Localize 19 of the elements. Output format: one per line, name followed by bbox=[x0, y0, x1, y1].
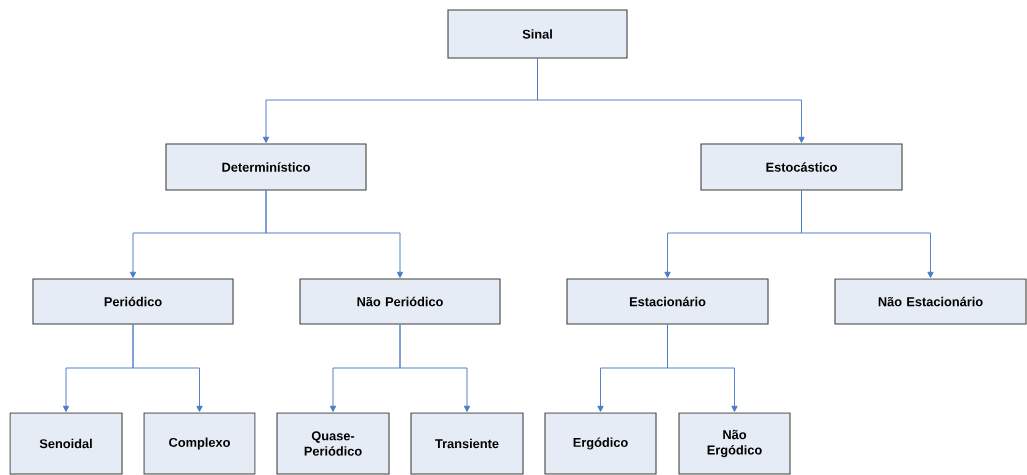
arrow bbox=[399, 324, 471, 412]
category-box: Não Periódico bbox=[299, 278, 501, 325]
category-box: Estocástico bbox=[700, 143, 903, 191]
arrow bbox=[265, 190, 404, 278]
category-box: Senoidal bbox=[9, 412, 123, 475]
arrow bbox=[537, 58, 805, 143]
category-box: Não Estacionário bbox=[834, 278, 1027, 325]
category-box: Complexo bbox=[143, 412, 256, 475]
arrow bbox=[801, 190, 934, 278]
category-box: Sinal bbox=[447, 9, 628, 59]
category-box: Periódico bbox=[32, 278, 234, 325]
category-box: Transiente bbox=[410, 412, 524, 475]
category-box: Estacionário bbox=[566, 278, 769, 325]
category-box: Não Ergódico bbox=[678, 412, 791, 475]
category-box: Determinístico bbox=[165, 143, 367, 191]
arrow bbox=[132, 324, 203, 412]
arrow bbox=[667, 324, 738, 412]
category-box: Quase-Periódico bbox=[276, 412, 390, 475]
category-box: Ergódico bbox=[544, 412, 657, 475]
